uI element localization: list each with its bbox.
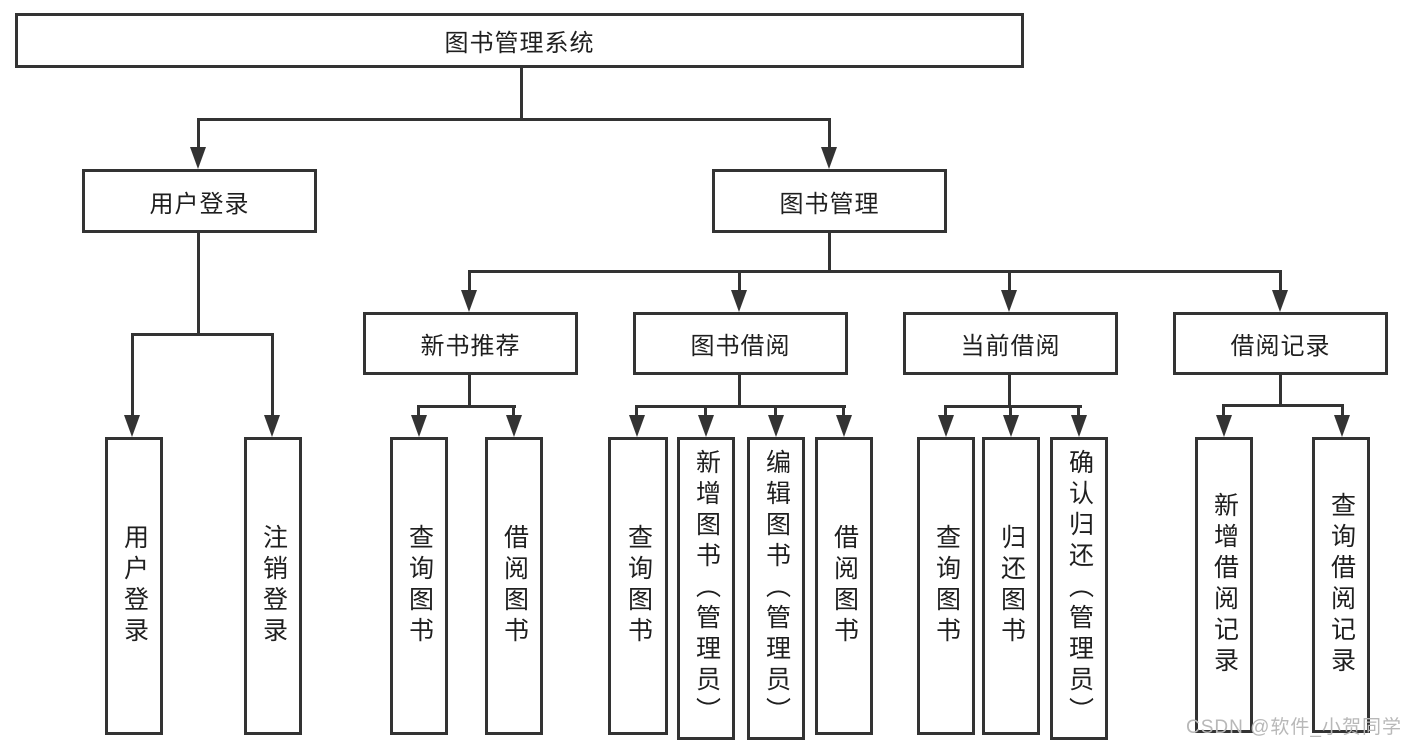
leaf-label: 新增借阅记录 — [1210, 492, 1239, 678]
connector-line — [828, 118, 831, 150]
connector-line — [417, 405, 516, 408]
node-user-login: 用户登录 — [82, 169, 317, 233]
node-add-borrow-record: 新增借阅记录 — [1195, 437, 1253, 733]
connector-line — [520, 67, 523, 120]
node-user-login-leaf: 用户登录 — [105, 437, 163, 735]
connector-line — [1341, 404, 1344, 418]
connector-line — [842, 405, 845, 418]
connector-line — [468, 375, 471, 408]
arrow-down-icon — [461, 290, 477, 312]
connector-line — [704, 405, 707, 418]
node-book-borrowing: 图书借阅 — [633, 312, 848, 375]
leaf-label: 注销登录 — [259, 524, 288, 648]
arrow-down-icon — [821, 147, 837, 169]
node-query-books-current: 查询图书 — [917, 437, 975, 735]
leaf-label: 借阅图书 — [830, 524, 859, 648]
leaf-label: 用户登录 — [120, 524, 149, 648]
node-query-borrow-record: 查询借阅记录 — [1312, 437, 1370, 733]
node-return-books: 归还图书 — [982, 437, 1040, 735]
connector-line — [1222, 404, 1344, 407]
connector-line — [944, 405, 947, 418]
arrow-down-icon — [1216, 415, 1232, 437]
connector-line — [738, 270, 741, 292]
connector-line — [1279, 375, 1282, 407]
watermark: CSDN @软件_小贺同学 — [1186, 717, 1402, 738]
connector-line — [774, 405, 777, 418]
connector-line — [197, 233, 200, 336]
node-new-book-recommendation: 新书推荐 — [363, 312, 578, 375]
leaf-label: 查询借阅记录 — [1327, 492, 1356, 678]
connector-line — [635, 405, 638, 418]
leaf-label: 确认归还（管理员） — [1065, 449, 1094, 728]
arrow-down-icon — [190, 147, 206, 169]
arrow-down-icon — [411, 415, 427, 437]
node-query-books-borrowing: 查询图书 — [608, 437, 668, 735]
connector-line — [1279, 270, 1282, 292]
connector-line — [271, 333, 274, 417]
connector-line — [468, 270, 1282, 273]
leaf-label: 编辑图书（管理员） — [762, 449, 791, 728]
connector-line — [738, 375, 741, 408]
connector-line — [197, 118, 200, 150]
arrow-down-icon — [768, 415, 784, 437]
leaf-label: 查询图书 — [624, 524, 653, 648]
leaf-label: 借阅图书 — [500, 524, 529, 648]
connector-line — [1222, 404, 1225, 418]
node-borrow-books-borrowing: 借阅图书 — [815, 437, 873, 735]
arrow-down-icon — [1003, 415, 1019, 437]
arrow-down-icon — [264, 415, 280, 437]
arrow-down-icon — [1071, 415, 1087, 437]
node-query-books-recommend: 查询图书 — [390, 437, 448, 735]
connector-line — [1077, 405, 1080, 418]
arrow-down-icon — [836, 415, 852, 437]
arrow-down-icon — [698, 415, 714, 437]
connector-line — [417, 405, 420, 418]
node-library-management-system: 图书管理系统 — [15, 13, 1024, 68]
connector-line — [944, 405, 1082, 408]
connector-line — [131, 333, 134, 417]
connector-line — [512, 405, 515, 418]
arrow-down-icon — [1272, 290, 1288, 312]
leaf-label: 查询图书 — [405, 524, 434, 648]
connector-line — [1008, 270, 1011, 292]
connector-line — [828, 233, 831, 273]
connector-line — [131, 333, 274, 336]
connector-line — [1008, 375, 1011, 408]
arrow-down-icon — [629, 415, 645, 437]
connector-line — [468, 270, 471, 292]
node-borrow-books-recommend: 借阅图书 — [485, 437, 543, 735]
arrow-down-icon — [1001, 290, 1017, 312]
leaf-label: 查询图书 — [932, 524, 961, 648]
connector-line — [635, 405, 846, 408]
node-book-management: 图书管理 — [712, 169, 947, 233]
node-edit-books-admin: 编辑图书（管理员） — [747, 437, 805, 740]
node-current-borrowing: 当前借阅 — [903, 312, 1118, 375]
leaf-label: 归还图书 — [997, 524, 1026, 648]
node-confirm-return-admin: 确认归还（管理员） — [1050, 437, 1108, 740]
node-borrowing-records: 借阅记录 — [1173, 312, 1388, 375]
arrow-down-icon — [1334, 415, 1350, 437]
connector-line — [1009, 405, 1012, 418]
connector-line — [197, 118, 831, 121]
arrow-down-icon — [124, 415, 140, 437]
leaf-label: 新增图书（管理员） — [692, 449, 721, 728]
node-add-books-admin: 新增图书（管理员） — [677, 437, 735, 740]
arrow-down-icon — [938, 415, 954, 437]
arrow-down-icon — [731, 290, 747, 312]
node-logout: 注销登录 — [244, 437, 302, 735]
arrow-down-icon — [506, 415, 522, 437]
